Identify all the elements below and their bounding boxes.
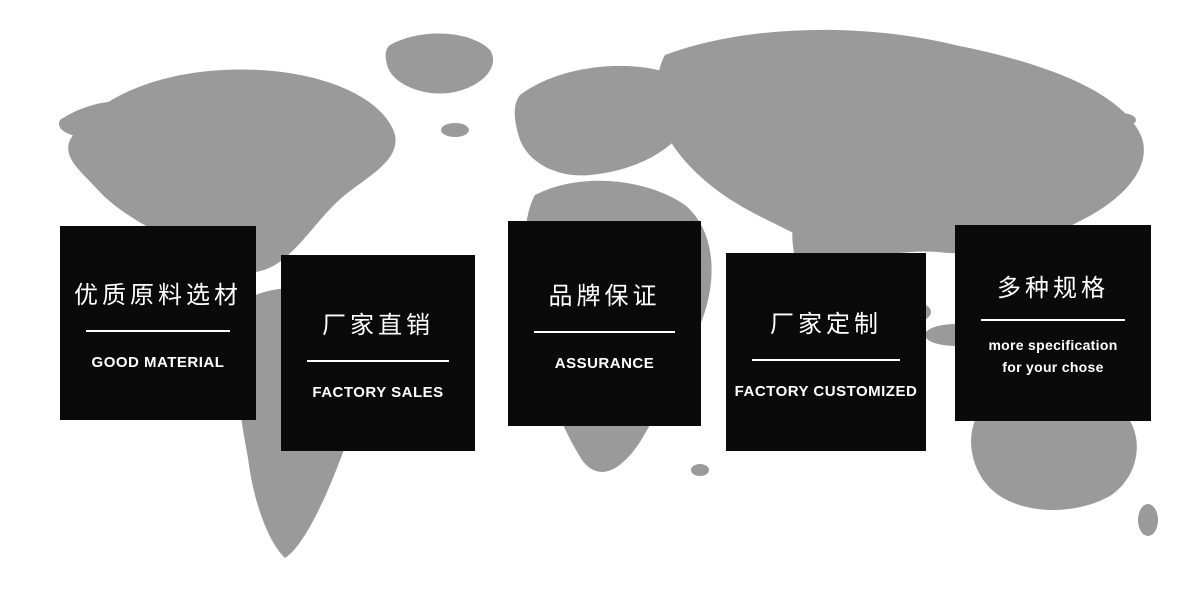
feature-card-assurance: 品牌保证 ASSURANCE	[508, 221, 701, 426]
feature-title-zh: 厂家直销	[322, 312, 434, 339]
feature-card-good-material: 优质原料选材 GOOD MATERIAL	[60, 226, 256, 420]
divider-line	[86, 330, 230, 332]
divider-line	[752, 359, 900, 361]
feature-card-factory-sales: 厂家直销 FACTORY SALES	[281, 255, 475, 451]
feature-subtitle-en: GOOD MATERIAL	[91, 354, 225, 371]
feature-subtitle-en: FACTORY CUSTOMIZED	[734, 383, 918, 400]
feature-subtitle-en: FACTORY SALES	[312, 384, 444, 401]
feature-subtitle-en-line2: for your chose	[1002, 358, 1104, 375]
feature-card-factory-customized: 厂家定制 FACTORY CUSTOMIZED	[726, 253, 926, 451]
divider-line	[981, 318, 1125, 321]
feature-title-zh: 优质原料选材	[74, 282, 242, 309]
feature-title-zh: 厂家定制	[770, 311, 882, 338]
feature-title-zh: 品牌保证	[548, 282, 661, 310]
divider-line	[533, 330, 676, 333]
feature-subtitle-en: ASSURANCE	[554, 354, 655, 372]
feature-subtitle-en-line1: more specification	[988, 336, 1118, 353]
feature-card-more-specification: 多种规格 more specification for your chose	[955, 225, 1151, 421]
divider-line	[306, 360, 450, 362]
feature-title-zh: 多种规格	[997, 274, 1109, 302]
